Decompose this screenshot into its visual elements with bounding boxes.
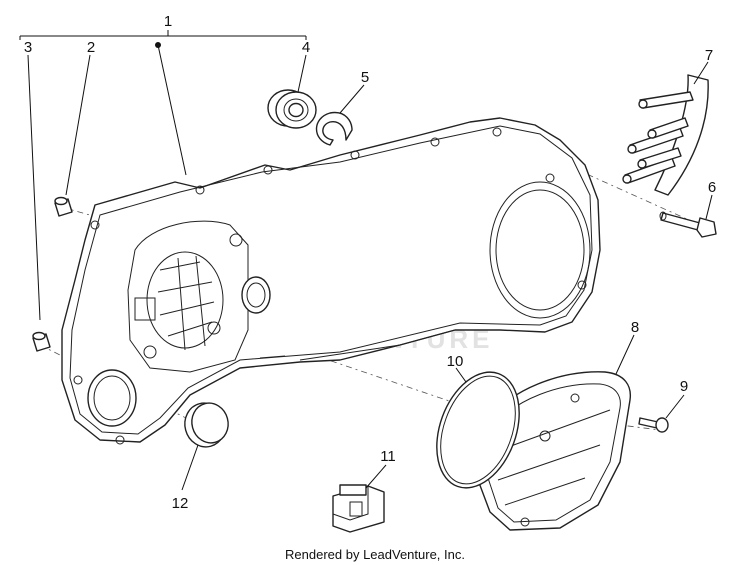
callout-dot [155,42,161,48]
bearing [267,89,317,129]
callout-6: 6 [708,179,716,196]
callout-11: 11 [380,448,396,465]
dowel-pin-upper [54,196,73,217]
callout-8: 8 [631,319,639,336]
callout-4: 4 [302,39,310,56]
dowel-pin-lower [32,331,51,352]
callout-12: 12 [172,495,189,512]
callout-9: 9 [680,378,688,395]
plug-cap [184,402,229,448]
callout-7: 7 [705,47,713,64]
footer-credit: Rendered by LeadVenture, Inc. [285,547,465,562]
callout-1: 1 [164,13,172,30]
callout-10: 10 [447,353,464,370]
callout-3: 3 [24,39,32,56]
transmission-cover [61,117,601,445]
callout-5: 5 [361,69,369,86]
callout-2: 2 [87,39,95,56]
o-ring-gasket [436,371,520,489]
rubber-clip [332,484,385,533]
bolt-long [659,211,717,238]
screw-short [638,417,669,433]
intake-plate [622,74,709,196]
leader-lines [19,30,713,491]
circlip [315,111,353,146]
